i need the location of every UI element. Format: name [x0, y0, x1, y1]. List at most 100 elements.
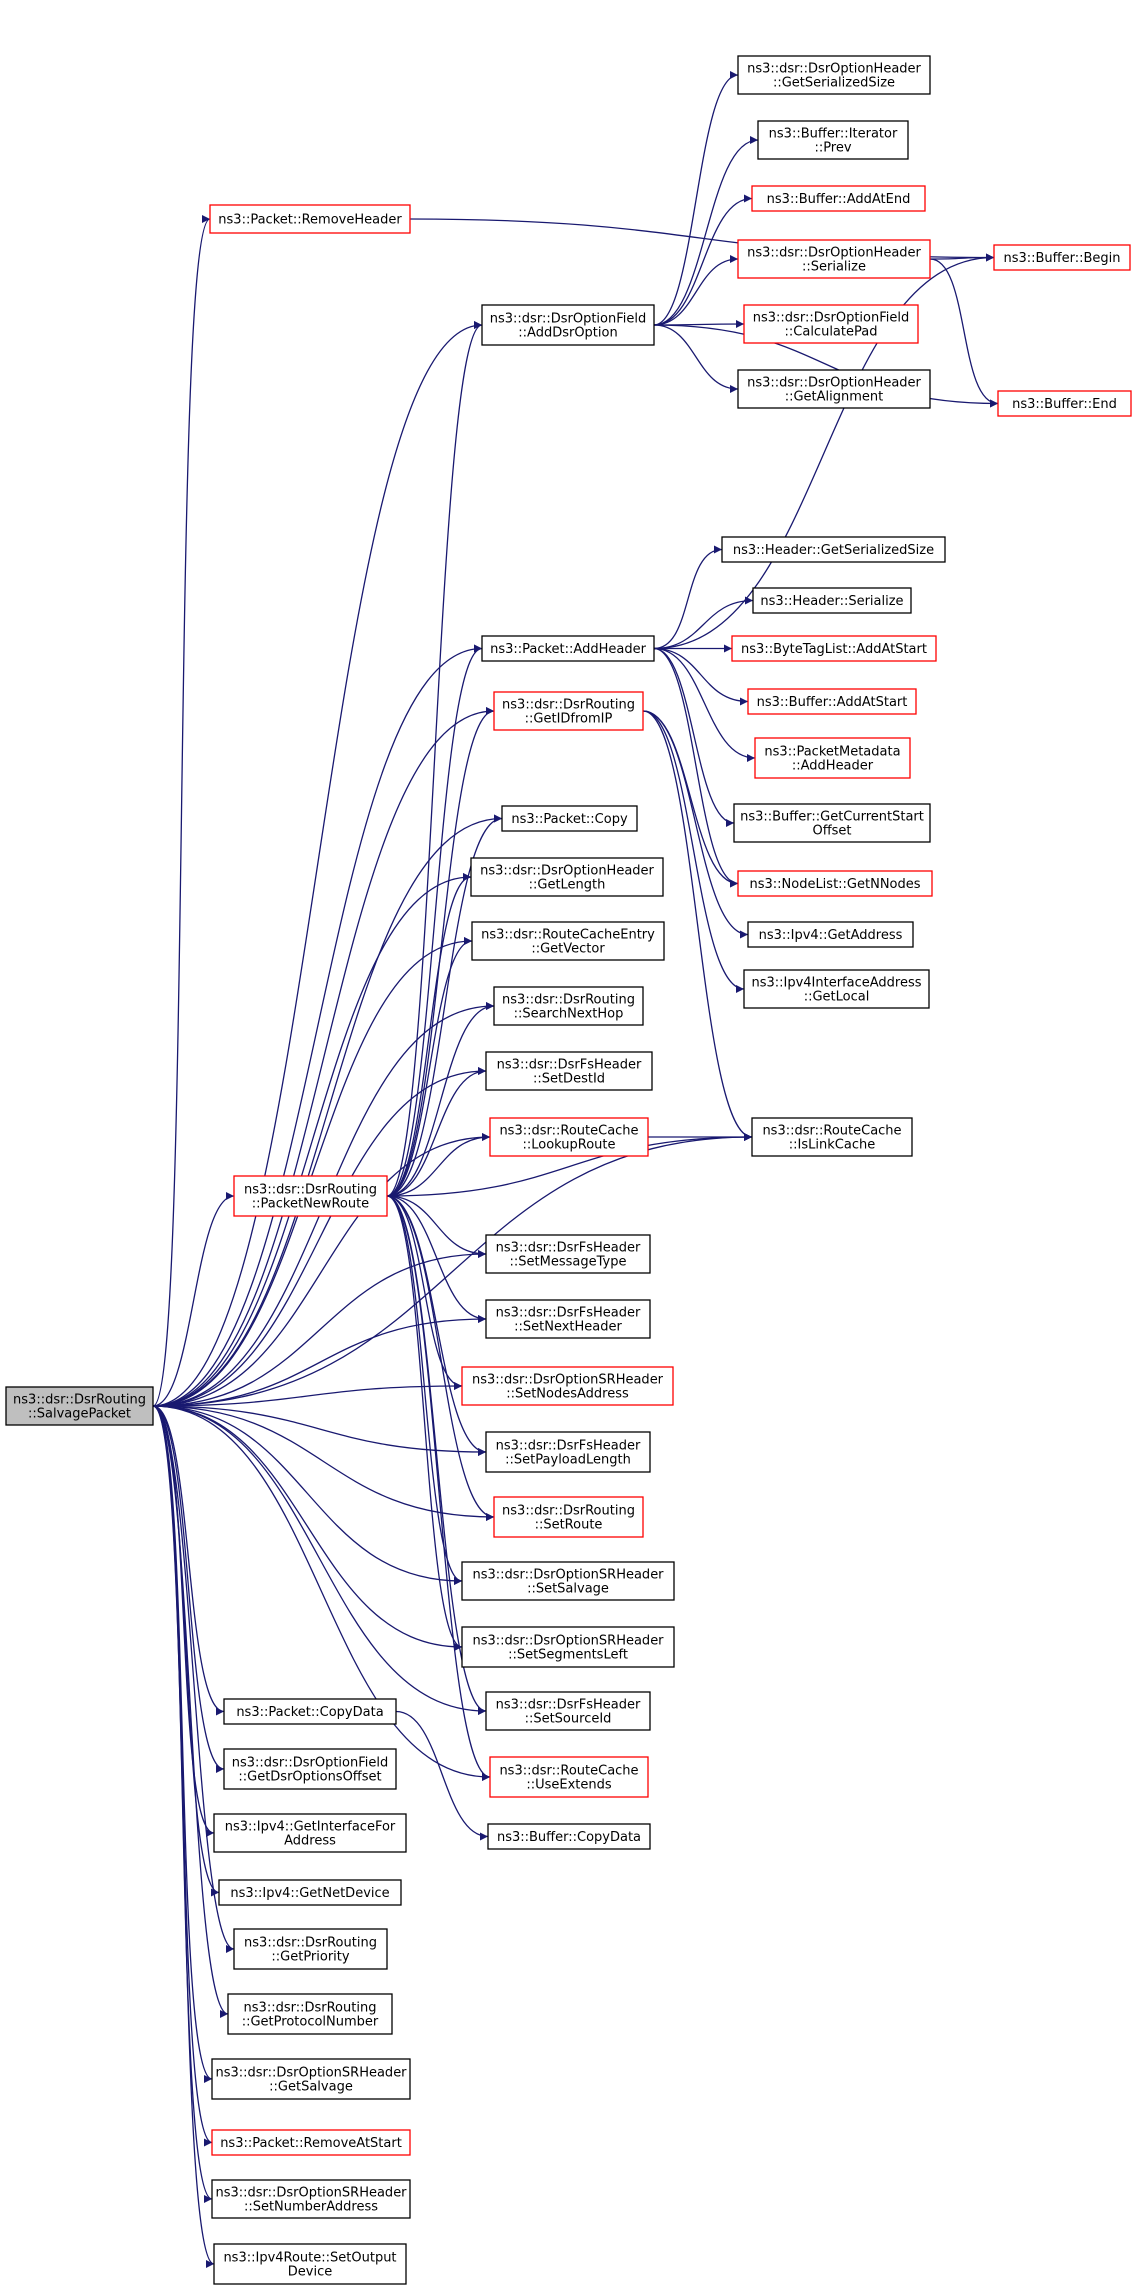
- edge-packetnewroute-to-setpayloadlength: [386, 1195, 487, 1456]
- node-setnumberaddress[interactable]: ns3::dsr::DsrOptionSRHeader::SetNumberAd…: [211, 2179, 411, 2219]
- node-box-addheader: [481, 635, 655, 662]
- node-getdsroptionsoffset[interactable]: ns3::dsr::DsrOptionField::GetDsrOptionsO…: [223, 1748, 397, 1790]
- node-label-ohgetserializedsize-1: ::GetSerializedSize: [773, 76, 895, 91]
- node-box-ohserialize: [737, 239, 931, 279]
- node-hserialize[interactable]: ns3::Header::Serialize: [752, 587, 912, 614]
- node-label-bufbegin-0: ns3::Buffer::Begin: [1003, 251, 1120, 266]
- node-box-calculatepad: [743, 304, 919, 344]
- node-label-setroute-0: ns3::dsr::DsrRouting: [502, 1504, 635, 1519]
- node-setpayloadlength[interactable]: ns3::dsr::DsrFsHeader::SetPayloadLength: [485, 1431, 651, 1473]
- node-getlocal[interactable]: ns3::Ipv4InterfaceAddress::GetLocal: [743, 969, 930, 1009]
- node-label-ohgetlength-0: ns3::dsr::DsrOptionHeader: [480, 864, 654, 879]
- node-getpriority[interactable]: ns3::dsr::DsrRouting::GetPriority: [233, 1928, 388, 1970]
- node-label-ohserialize-0: ns3::dsr::DsrOptionHeader: [747, 246, 921, 261]
- node-setroute[interactable]: ns3::dsr::DsrRouting::SetRoute: [493, 1496, 644, 1538]
- node-label-getcurrentstartoffset-0: ns3::Buffer::GetCurrentStart: [740, 810, 924, 825]
- node-label-setoutputdevice-1: Device: [288, 2265, 332, 2280]
- node-label-getsalvage-1: ::GetSalvage: [269, 2080, 353, 2095]
- node-label-searchnexthop-0: ns3::dsr::DsrRouting: [502, 993, 635, 1008]
- node-lookuproute[interactable]: ns3::dsr::RouteCache::LookupRoute: [489, 1117, 649, 1157]
- node-getalignment[interactable]: ns3::dsr::DsrOptionHeader::GetAlignment: [737, 369, 931, 409]
- edge-packetnewroute-to-setnodesaddress: [386, 1195, 463, 1390]
- node-box-removeheader: [209, 204, 411, 234]
- node-ohserialize[interactable]: ns3::dsr::DsrOptionHeader::Serialize: [737, 239, 931, 279]
- node-label-adddsroption-0: ns3::dsr::DsrOptionField: [490, 312, 646, 327]
- node-root[interactable]: ns3::dsr::DsrRouting::SalvagePacket: [5, 1386, 154, 1426]
- node-ohgetserializedsize[interactable]: ns3::dsr::DsrOptionHeader::GetSerialized…: [737, 55, 931, 95]
- node-bufcopydata[interactable]: ns3::Buffer::CopyData: [487, 1823, 651, 1850]
- node-box-setsalvage: [461, 1561, 675, 1601]
- node-ohgetlength[interactable]: ns3::dsr::DsrOptionHeader::GetLength: [470, 857, 664, 897]
- node-addatend[interactable]: ns3::Buffer::AddAtEnd: [751, 185, 926, 212]
- node-setnodesaddress[interactable]: ns3::dsr::DsrOptionSRHeader::SetNodesAdd…: [461, 1366, 674, 1406]
- node-copydata[interactable]: ns3::Packet::CopyData: [223, 1698, 397, 1725]
- node-packetnewroute[interactable]: ns3::dsr::DsrRouting::PacketNewRoute: [233, 1175, 388, 1217]
- node-box-setroute: [493, 1496, 644, 1538]
- node-box-getnetdevice: [218, 1879, 402, 1906]
- edge-root-to-getpriority: [152, 1405, 235, 1953]
- node-box-ohgetserializedsize: [737, 55, 931, 95]
- edge-packetnewroute-to-setnextheader: [386, 1195, 487, 1323]
- node-iterprev[interactable]: ns3::Buffer::Iterator::Prev: [757, 120, 909, 160]
- node-pmaddheader[interactable]: ns3::PacketMetadata::AddHeader: [754, 737, 911, 779]
- edge-root-to-setroute: [152, 1405, 495, 1521]
- node-box-bufbegin: [993, 244, 1131, 271]
- node-setsourceid[interactable]: ns3::dsr::DsrFsHeader::SetSourceId: [485, 1691, 651, 1731]
- node-label-setsalvage-1: ::SetSalvage: [527, 1582, 609, 1597]
- node-label-getvector-0: ns3::dsr::RouteCacheEntry: [481, 928, 655, 943]
- node-removeatstart[interactable]: ns3::Packet::RemoveAtStart: [211, 2129, 411, 2156]
- node-bufaddatstart[interactable]: ns3::Buffer::AddAtStart: [747, 688, 917, 715]
- node-box-hserialize: [752, 587, 912, 614]
- edge-ohserialize-to-bufend: [929, 258, 999, 408]
- node-label-setoutputdevice-0: ns3::Ipv4Route::SetOutput: [223, 2251, 396, 2266]
- node-setsegmentsleft[interactable]: ns3::dsr::DsrOptionSRHeader::SetSegments…: [461, 1626, 675, 1668]
- node-label-setmessagetype-0: ns3::dsr::DsrFsHeader: [496, 1241, 641, 1256]
- node-removeheader[interactable]: ns3::Packet::RemoveHeader: [209, 204, 411, 234]
- node-box-setsegmentsleft: [461, 1626, 675, 1668]
- node-bytetagaddatstart[interactable]: ns3::ByteTagList::AddAtStart: [731, 635, 937, 662]
- node-ipv4getaddress[interactable]: ns3::Ipv4::GetAddress: [747, 921, 914, 948]
- node-label-setsourceid-1: ::SetSourceId: [525, 1712, 612, 1727]
- node-label-packetnewroute-1: ::PacketNewRoute: [252, 1197, 369, 1212]
- node-label-bufaddatstart-0: ns3::Buffer::AddAtStart: [757, 695, 908, 710]
- node-bufbegin[interactable]: ns3::Buffer::Begin: [993, 244, 1131, 271]
- edge-root-to-getdsroptionsoffset: [152, 1405, 225, 1773]
- node-addheader[interactable]: ns3::Packet::AddHeader: [481, 635, 655, 662]
- edge-root-to-getvector: [152, 937, 473, 1407]
- node-getidfromip[interactable]: ns3::dsr::DsrRouting::GetIDfromIP: [493, 691, 644, 731]
- edge-root-to-setmessagetype: [152, 1250, 487, 1407]
- node-setsalvage[interactable]: ns3::dsr::DsrOptionSRHeader::SetSalvage: [461, 1561, 675, 1601]
- node-label-useextends-1: ::UseExtends: [526, 1778, 612, 1793]
- edge-root-to-setsalvage: [152, 1405, 463, 1585]
- node-label-setnextheader-1: ::SetNextHeader: [514, 1320, 622, 1335]
- node-setdestid[interactable]: ns3::dsr::DsrFsHeader::SetDestId: [485, 1051, 653, 1091]
- node-adddsroption[interactable]: ns3::dsr::DsrOptionField::AddDsrOption: [481, 304, 655, 346]
- node-label-pmaddheader-1: ::AddHeader: [792, 759, 874, 774]
- edge-adddsroption-to-getalignment: [653, 324, 739, 393]
- node-getprotocolnumber[interactable]: ns3::dsr::DsrRouting::GetProtocolNumber: [227, 1993, 393, 2035]
- node-getnetdevice[interactable]: ns3::Ipv4::GetNetDevice: [218, 1879, 402, 1906]
- edge-root-to-adddsroption: [152, 321, 483, 1407]
- node-packetcopy[interactable]: ns3::Packet::Copy: [501, 805, 638, 832]
- node-setmessagetype[interactable]: ns3::dsr::DsrFsHeader::SetMessageType: [485, 1234, 651, 1274]
- edge-root-to-copydata: [152, 1405, 225, 1716]
- node-label-setpayloadlength-0: ns3::dsr::DsrFsHeader: [496, 1439, 641, 1454]
- node-hgetserializedsize[interactable]: ns3::Header::GetSerializedSize: [721, 536, 946, 563]
- node-getvector[interactable]: ns3::dsr::RouteCacheEntry::GetVector: [471, 921, 665, 961]
- node-calculatepad[interactable]: ns3::dsr::DsrOptionField::CalculatePad: [743, 304, 919, 344]
- node-label-removeatstart-0: ns3::Packet::RemoveAtStart: [220, 2136, 402, 2151]
- node-layer: ns3::dsr::DsrRouting::SalvagePacketns3::…: [5, 55, 1132, 2285]
- edge-addheader-to-hserialize: [653, 596, 754, 650]
- node-setnextheader[interactable]: ns3::dsr::DsrFsHeader::SetNextHeader: [485, 1299, 651, 1339]
- node-label-setmessagetype-1: ::SetMessageType: [510, 1255, 627, 1270]
- node-useextends[interactable]: ns3::dsr::RouteCache::UseExtends: [489, 1756, 649, 1798]
- node-bufend[interactable]: ns3::Buffer::End: [997, 390, 1132, 417]
- node-searchnexthop[interactable]: ns3::dsr::DsrRouting::SearchNextHop: [493, 986, 644, 1026]
- node-getnnodes[interactable]: ns3::NodeList::GetNNodes: [737, 870, 933, 897]
- node-getsalvage[interactable]: ns3::dsr::DsrOptionSRHeader::GetSalvage: [211, 2058, 411, 2100]
- node-box-getsalvage: [211, 2058, 411, 2100]
- node-islinkcache[interactable]: ns3::dsr::RouteCache::IsLinkCache: [751, 1117, 913, 1157]
